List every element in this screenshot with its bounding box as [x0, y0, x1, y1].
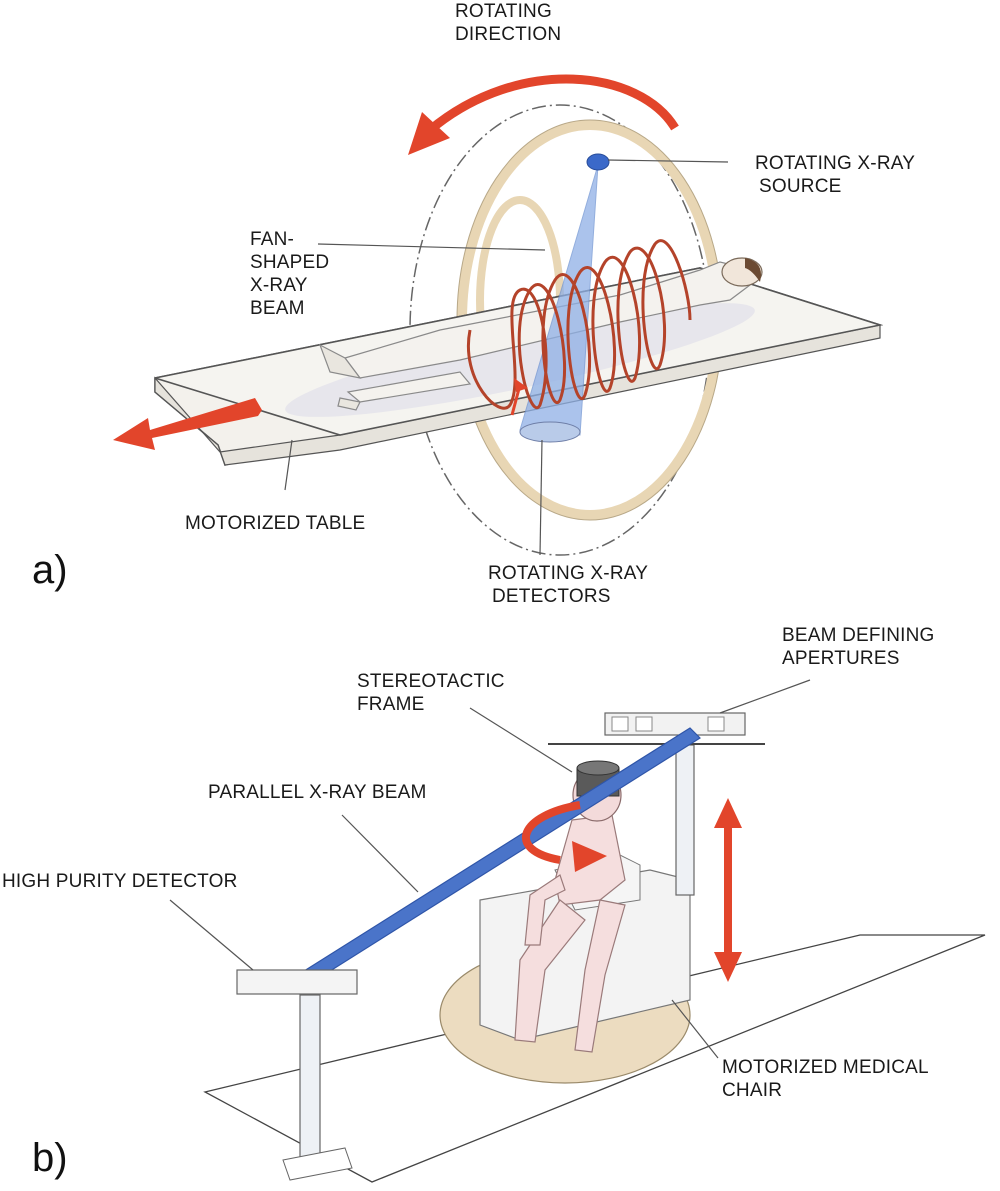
patient-figure: [318, 261, 751, 411]
label-medical-chair: MOTORIZED MEDICAL CHAIR: [722, 1057, 929, 1101]
head-rotation-arrow: [522, 801, 581, 864]
label-rotating-direction: ROTATING DIRECTION: [455, 1, 562, 45]
aperture-post: [675, 744, 695, 896]
label-high-purity-detector: HIGH PURITY DETECTOR: [2, 871, 238, 892]
label-beam-apertures: BEAM DEFINING APERTURES: [782, 625, 935, 669]
panel-label-a: a): [32, 548, 68, 592]
xray-source: [586, 153, 610, 171]
label-stereotactic-frame: STEREOTACTIC FRAME: [357, 671, 505, 715]
label-rotating-source: ROTATING X-RAY SOURCE: [755, 153, 916, 197]
detector-post: [299, 994, 321, 1166]
table-motion-arrow: [113, 398, 262, 450]
label-parallel-beam: PARALLEL X-RAY BEAM: [208, 782, 427, 803]
detector-box: [236, 969, 358, 995]
panel-label-b: b): [32, 1136, 68, 1180]
xray-detector: [519, 421, 581, 443]
label-fan-beam: FAN- SHAPED X-RAY BEAM: [250, 229, 330, 319]
label-motorized-table: MOTORIZED TABLE: [185, 513, 366, 534]
label-rotating-detectors: ROTATING X-RAY DETECTORS: [488, 563, 649, 607]
rotation-arrow: [427, 74, 679, 134]
helical-path: [466, 239, 692, 410]
